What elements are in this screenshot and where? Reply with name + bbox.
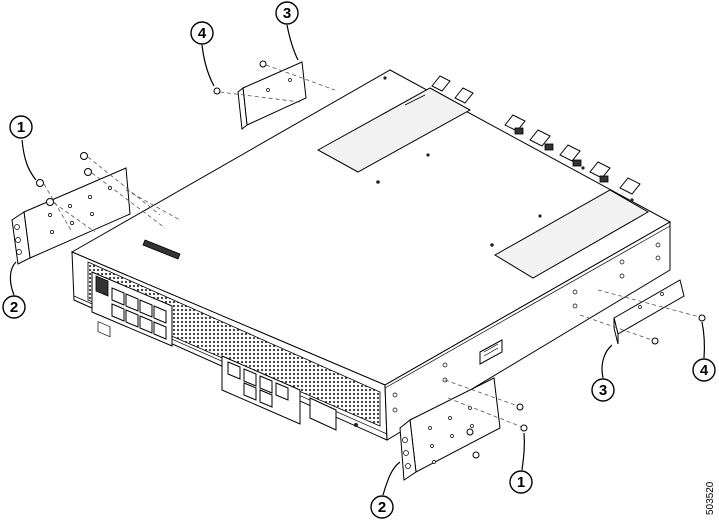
switch-chassis	[70, 69, 672, 441]
left-front-bracket	[11, 167, 131, 265]
front-right-bracket	[399, 377, 528, 481]
left-bracket-screws	[36, 152, 181, 233]
front-label-strip	[142, 239, 181, 260]
callout-2-right: 2	[370, 461, 401, 519]
figure-id: 503520	[705, 481, 716, 515]
callout-1-right: 1	[509, 432, 533, 494]
top-cover-panel-rear	[316, 87, 472, 173]
right-rear-bracket	[579, 279, 706, 345]
callout-4-right: 4	[692, 321, 716, 382]
callout-1-left: 1	[9, 115, 37, 181]
callout-3-right-label: 3	[599, 382, 607, 399]
callout-4-top: 4	[190, 21, 215, 87]
callout-1-right-label: 1	[517, 474, 525, 491]
callout-4-right-label: 4	[700, 362, 709, 379]
chassis-side-face	[384, 221, 671, 441]
rear-modules	[431, 75, 641, 195]
callout-3-top: 3	[275, 1, 299, 61]
front-port-block-left	[91, 271, 173, 347]
callout-3-top-label: 3	[283, 5, 291, 22]
callout-2-left: 2	[2, 261, 26, 319]
callout-2-right-label: 2	[378, 499, 386, 516]
rear-top-bracket	[213, 60, 336, 130]
front-console-module	[309, 397, 337, 431]
top-cover-panel-front	[494, 189, 650, 279]
callout-1-left-label: 1	[17, 119, 25, 136]
callout-2-left-label: 2	[10, 299, 18, 316]
front-port-block-right	[221, 355, 301, 425]
callout-4-top-label: 4	[198, 25, 207, 42]
callout-3-right: 3	[591, 344, 615, 402]
